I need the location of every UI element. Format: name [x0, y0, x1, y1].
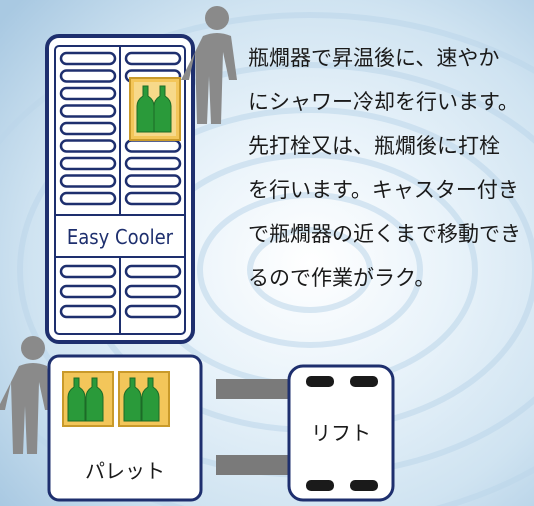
- description-line: で瓶燗器の近くまで移動でき: [248, 222, 521, 246]
- person-icon-top: [181, 6, 237, 124]
- nozzle-slot: [124, 51, 182, 66]
- shower-nozzle-slots: [59, 51, 182, 319]
- nozzle-slot: [59, 69, 117, 83]
- nozzle-slot: [124, 284, 182, 299]
- description-line: を行います。キャスター付き: [248, 178, 519, 202]
- nozzle-slot: [59, 156, 117, 171]
- nozzle-slot: [59, 191, 117, 206]
- nozzle-slot: [124, 139, 182, 153]
- lift-wheel: [306, 376, 334, 387]
- person-icon-left: [0, 336, 53, 454]
- lift-fork-upper: [216, 379, 296, 399]
- easy-cooler-label: Easy Cooler: [66, 225, 174, 249]
- lift-label: リフト: [311, 421, 371, 445]
- nozzle-slot: [59, 139, 117, 153]
- nozzle-slot: [124, 264, 182, 279]
- lift-fork-lower: [216, 455, 296, 475]
- pallet-label: パレット: [85, 459, 165, 483]
- nozzle-slot: [59, 86, 117, 101]
- nozzle-slot: [124, 191, 182, 206]
- pallet-box: [47, 354, 203, 502]
- description-line: 先打栓又は、瓶燗後に打栓: [248, 134, 500, 158]
- description-line: 瓶燗器で昇温後に、速やか: [248, 46, 500, 70]
- description-text: 瓶燗器で昇温後に、速やか にシャワー冷却を行います。 先打栓又は、瓶燗後に打栓 …: [248, 36, 534, 300]
- nozzle-slot: [59, 264, 117, 279]
- nozzle-slot: [59, 121, 117, 136]
- description-line: るので作業がラク。: [248, 266, 436, 290]
- nozzle-slot: [124, 156, 182, 171]
- nozzle-slot: [59, 284, 117, 299]
- nozzle-slot: [59, 51, 117, 66]
- nozzle-slot: [59, 104, 117, 118]
- nozzle-slot: [59, 174, 117, 188]
- lift-wheel: [350, 480, 378, 491]
- lift-wheel: [306, 480, 334, 491]
- nozzle-slot: [59, 304, 117, 319]
- nozzle-slot: [124, 174, 182, 188]
- lift-body: [287, 364, 395, 502]
- description-line: にシャワー冷却を行います。: [248, 90, 519, 114]
- lift-wheel: [350, 376, 378, 387]
- bottle-crate-pallet-1: [62, 371, 114, 427]
- nozzle-slot: [124, 304, 182, 319]
- bottle-crate-pallet-2: [118, 371, 170, 427]
- bottle-crate-in-cooler: [129, 77, 181, 141]
